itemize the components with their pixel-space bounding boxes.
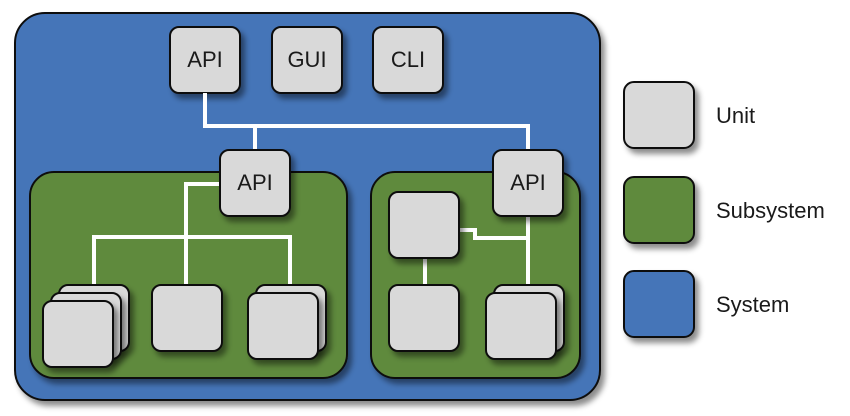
left-subsystem-api-unit: API: [219, 149, 291, 217]
right-upper-unit: [388, 191, 460, 259]
right-subsystem-api-label: API: [510, 170, 545, 195]
legend-unit: Unit: [623, 81, 755, 149]
system-api-label: API: [187, 47, 222, 72]
right-subsystem-api-unit: API: [492, 149, 564, 217]
left-subsystem-api-label: API: [237, 170, 272, 195]
left-middle-unit: [151, 284, 223, 352]
legend-system: System: [623, 270, 789, 338]
right-lower-unit: [388, 284, 460, 352]
legend-unit-swatch: [623, 81, 695, 149]
connectors: [92, 93, 530, 292]
connector-right-api: [460, 216, 530, 240]
right-stacked-units: [485, 284, 565, 360]
legend-subsystem: Subsystem: [623, 176, 825, 244]
legend-system-label: System: [716, 292, 789, 317]
system-gui-label: GUI: [287, 47, 326, 72]
legend: Unit Subsystem System: [623, 81, 825, 338]
legend-system-swatch: [623, 270, 695, 338]
system-cli-label: CLI: [391, 47, 425, 72]
legend-unit-label: Unit: [716, 103, 755, 128]
connector-left-branch: [92, 235, 292, 290]
legend-subsystem-label: Subsystem: [716, 198, 825, 223]
connector-system-api: [203, 93, 530, 150]
left-right-stacked-units: [247, 284, 327, 360]
connector-left-api: [184, 182, 220, 237]
left-stacked-units: [42, 284, 130, 368]
system-api-unit: API: [169, 26, 241, 94]
legend-subsystem-swatch: [623, 176, 695, 244]
system-gui-unit: GUI: [271, 26, 343, 94]
system-cli-unit: CLI: [372, 26, 444, 94]
